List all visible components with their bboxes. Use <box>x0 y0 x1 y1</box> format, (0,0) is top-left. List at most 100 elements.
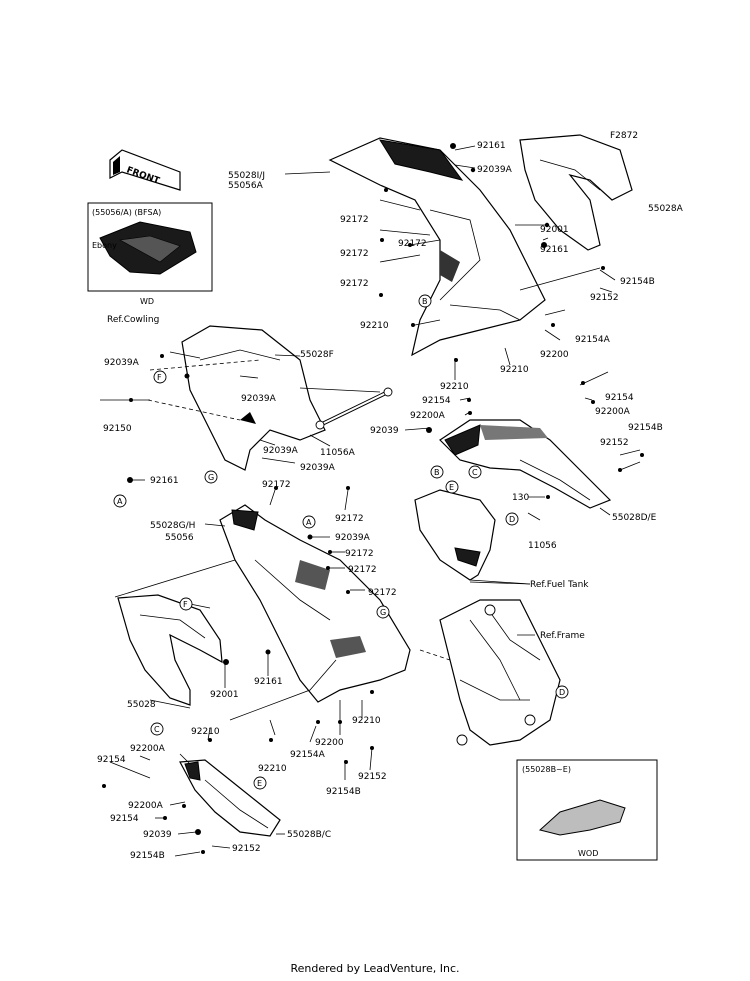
part-label: 92154B <box>620 277 655 287</box>
part-label: 92172 <box>335 514 364 524</box>
part-label: 92200A <box>410 411 446 421</box>
part-label: 55028G/H <box>150 521 195 531</box>
part-label: 92154 <box>422 396 451 406</box>
ref-cowling-label: Ref.Cowling <box>107 315 159 325</box>
part-label: 92172 <box>348 565 377 575</box>
part-label: 11056A <box>320 448 356 458</box>
part-label: 55028F <box>300 350 334 360</box>
part-label: 92154A <box>575 335 611 345</box>
inset-wd-model: WD <box>140 297 154 306</box>
part-label: 92039A <box>241 394 277 404</box>
part-label: 92039A <box>263 446 299 456</box>
part-number-labels: 92161 92039A 55028I/J 55056A 92172 92172… <box>97 141 684 861</box>
part-label: 92001 <box>210 690 239 700</box>
part-label: 92152 <box>590 293 619 303</box>
svg-text:C: C <box>154 725 160 734</box>
side-panel-55028A-part <box>519 134 633 251</box>
part-label: 92154A <box>290 750 326 760</box>
part-label: 92210 <box>500 365 529 375</box>
part-label: 92161 <box>540 245 569 255</box>
part-label: 92172 <box>345 549 374 559</box>
svg-text:A: A <box>117 497 123 506</box>
part-label: 55056 <box>165 533 194 543</box>
middle-fairing-55028GH-part <box>219 504 411 703</box>
callout-A-upper: A <box>113 494 127 508</box>
svg-text:E: E <box>449 483 454 492</box>
lower-cowl-55028BC-part <box>179 759 281 837</box>
svg-text:G: G <box>380 608 386 617</box>
svg-text:D: D <box>559 688 565 697</box>
svg-text:F: F <box>183 600 188 609</box>
part-label: 130 <box>512 493 529 503</box>
svg-text:E: E <box>257 779 262 788</box>
part-label: 92001 <box>540 225 569 235</box>
part-label: 92039 <box>370 426 399 436</box>
part-label: 92200A <box>130 744 166 754</box>
brace-11056A-part <box>299 387 393 430</box>
callout-D-frame: D <box>555 685 569 699</box>
part-label: 92210 <box>360 321 389 331</box>
part-label: 92172 <box>340 279 369 289</box>
part-label: 92154 <box>110 814 139 824</box>
frame-part <box>419 599 561 746</box>
callout-G-upper: G <box>204 470 218 484</box>
callout-B-lower: B <box>430 465 444 479</box>
footer-credit: Rendered by LeadVenture, Inc. <box>290 962 460 975</box>
part-label: 92200 <box>315 738 344 748</box>
callout-F-lower: F <box>179 597 193 611</box>
part-label: 92172 <box>368 588 397 598</box>
part-label: 92172 <box>398 239 427 249</box>
inset-wd-header: (55056/A) (BFSA) <box>92 208 161 217</box>
part-label: 92152 <box>232 844 261 854</box>
upper-fairing-part <box>328 137 546 357</box>
ref-frame-label: Ref.Frame <box>540 631 585 641</box>
part-label: 92161 <box>150 476 179 486</box>
part-label: 92154B <box>628 423 663 433</box>
part-label: 92039A <box>335 533 371 543</box>
part-label: 92161 <box>477 141 506 151</box>
part-label: 92200A <box>595 407 631 417</box>
part-label: 55028 <box>127 700 156 710</box>
fastener-dots <box>102 143 644 854</box>
part-label: 92172 <box>340 215 369 225</box>
svg-text:C: C <box>472 468 478 477</box>
part-label: 92172 <box>262 480 291 490</box>
part-label: 92039A <box>477 165 513 175</box>
part-label: 92161 <box>254 677 283 687</box>
callout-A-middle: A <box>302 515 316 529</box>
part-label: 55056A <box>228 181 264 191</box>
callout-E-upper: E <box>445 480 459 494</box>
part-label: 92154 <box>97 755 126 765</box>
svg-text:D: D <box>509 515 515 524</box>
part-label: 92152 <box>358 772 387 782</box>
inset-wd-color: Ebony <box>92 241 117 250</box>
inset-wod: (55028B~E) WOD <box>516 759 658 861</box>
svg-text:B: B <box>422 297 428 306</box>
part-label: 92152 <box>600 438 629 448</box>
part-label: 92210 <box>191 727 220 737</box>
inset-wd: (55056/A) (BFSA) Ebony WD <box>87 202 213 306</box>
ref-fuel-tank-label: Ref.Fuel Tank <box>530 580 589 590</box>
part-label: 92200A <box>128 801 164 811</box>
side-panel-55028-part <box>117 594 223 706</box>
part-label: 92172 <box>340 249 369 259</box>
callout-E-lower: E <box>253 776 267 790</box>
callout-C-lower: C <box>150 722 164 736</box>
part-label: 92154B <box>326 787 361 797</box>
part-label: 11056 <box>528 541 557 551</box>
diagram-code: F2872 <box>610 131 638 141</box>
inset-wod-model: WOD <box>578 849 598 858</box>
callout-G-lower: G <box>376 605 390 619</box>
part-label: 92154B <box>130 851 165 861</box>
lower-cowl-55028DE-part <box>439 419 612 509</box>
inner-cover-55028F-part <box>147 325 326 471</box>
callout-markers: A A B B C C D D E E F F G G <box>113 294 569 790</box>
callout-C-upper: C <box>468 465 482 479</box>
callout-F-upper: F <box>153 370 167 384</box>
part-label: 55028D/E <box>612 513 657 523</box>
part-label: 92210 <box>440 382 469 392</box>
callout-B-upper: B <box>418 294 432 308</box>
fuel-tank-cover-part <box>414 489 531 585</box>
part-label: 55028A <box>648 204 684 214</box>
